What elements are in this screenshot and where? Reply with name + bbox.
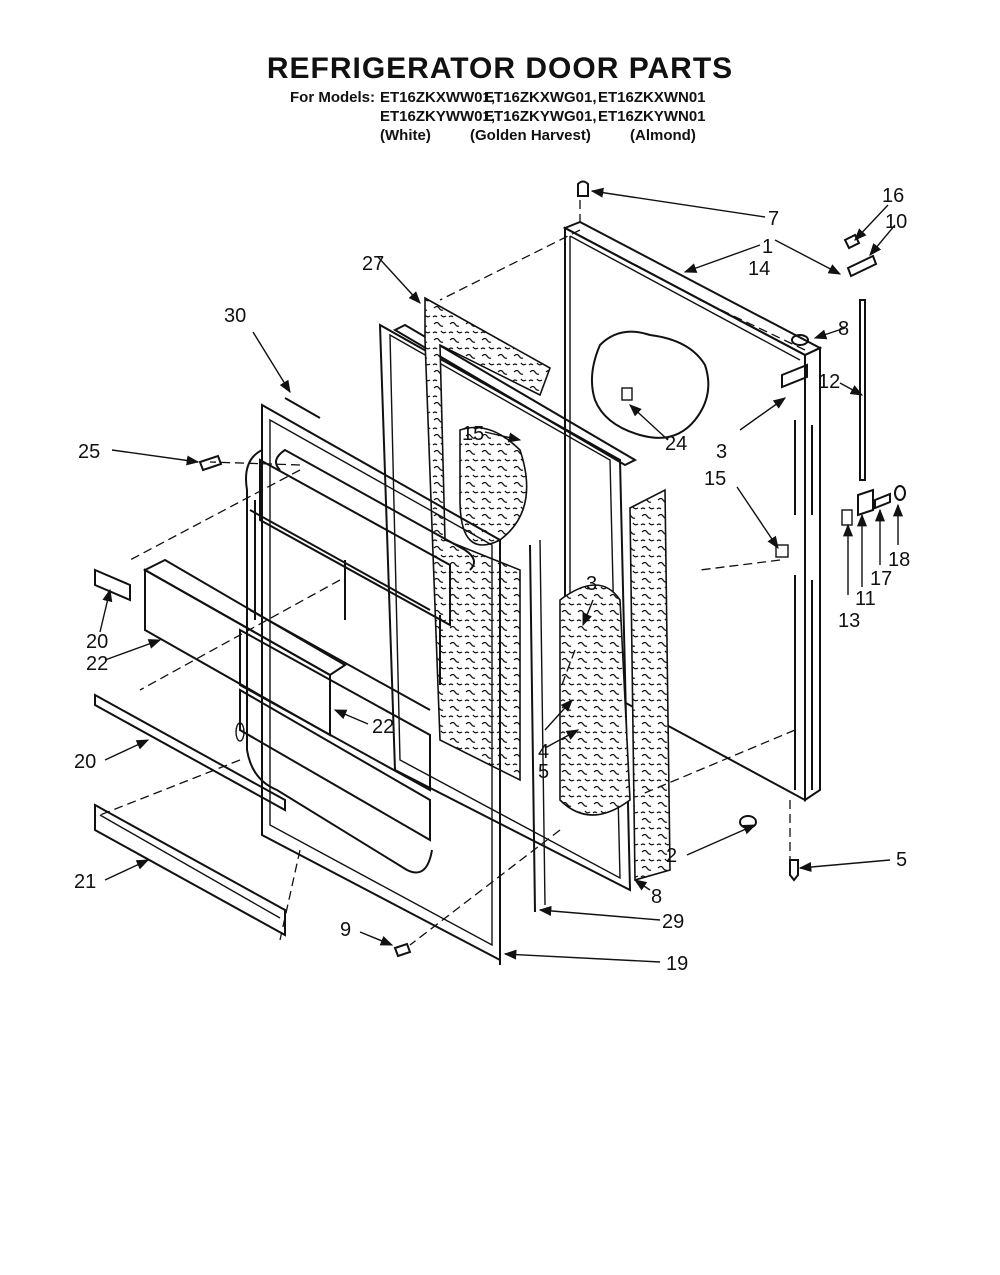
model-number: ET16ZKYWG01, bbox=[484, 108, 597, 125]
callout-1: 1 bbox=[762, 236, 773, 258]
callout-21: 21 bbox=[74, 871, 96, 893]
page-title: REFRIGERATOR DOOR PARTS bbox=[266, 52, 734, 85]
model-number: ET16ZKYWN01 bbox=[598, 108, 706, 125]
callout-3: 3 bbox=[586, 573, 597, 595]
bottom-shelf-front bbox=[94, 803, 286, 937]
models-label: For Models: bbox=[290, 89, 375, 106]
callout-30: 30 bbox=[224, 305, 246, 327]
hinge-assembly bbox=[198, 180, 906, 958]
callout-20: 20 bbox=[74, 751, 96, 773]
callout-15: 15 bbox=[704, 468, 726, 490]
door-gasket bbox=[378, 323, 638, 965]
callout-25: 25 bbox=[78, 441, 100, 463]
callout-11: 11 bbox=[855, 588, 876, 610]
door-shelf-front bbox=[239, 628, 431, 792]
callout-7: 8 bbox=[838, 318, 849, 340]
callout-24: 24 bbox=[665, 433, 687, 455]
color-label: (White) bbox=[380, 127, 431, 144]
foam-insulation-patch bbox=[459, 426, 528, 546]
callout-13: 13 bbox=[838, 610, 860, 632]
model-number: ET16ZKYWW01, bbox=[380, 108, 496, 125]
callout-18: 18 bbox=[888, 549, 910, 571]
callout-16: 16 bbox=[882, 185, 904, 207]
callout-17: 17 bbox=[870, 568, 892, 590]
callout-5: 5 bbox=[538, 761, 549, 783]
callout-2: 2 bbox=[666, 845, 677, 867]
callout-14: 14 bbox=[748, 258, 770, 280]
callout-27: 27 bbox=[362, 253, 384, 275]
callout-3: 3 bbox=[716, 441, 727, 463]
callout-20: 20 bbox=[86, 631, 108, 653]
color-label: (Golden Harvest) bbox=[470, 127, 591, 144]
callout-5: 5 bbox=[896, 849, 907, 871]
callout-29: 29 bbox=[662, 911, 684, 933]
callout-15: 15 bbox=[462, 423, 484, 445]
shelf-retainer-bar bbox=[94, 568, 131, 602]
model-number: ET16ZKXWN01 bbox=[598, 89, 706, 106]
callout-8: 8 bbox=[651, 886, 662, 908]
foam-insulation-patch bbox=[559, 584, 631, 816]
leader-arrows bbox=[99, 187, 904, 963]
color-label: (Almond) bbox=[630, 127, 696, 144]
callout-22: 22 bbox=[372, 716, 394, 738]
callout-4: 4 bbox=[538, 741, 549, 763]
model-number: ET16ZKXWW01, bbox=[380, 89, 496, 106]
door-shelf-front bbox=[144, 568, 331, 737]
door-liner-foam-strip bbox=[629, 488, 671, 882]
callout-22: 22 bbox=[86, 653, 108, 675]
callout-10: 10 bbox=[885, 211, 907, 233]
door-liner bbox=[235, 403, 501, 962]
callout-6: 7 bbox=[768, 208, 779, 230]
callout-19: 19 bbox=[666, 953, 688, 975]
callout-9: 9 bbox=[340, 919, 351, 941]
callout-12: 12 bbox=[818, 371, 840, 393]
assembly-lines bbox=[99, 200, 806, 946]
shelf-retainer-bar bbox=[94, 693, 286, 812]
model-number: ET16ZKXWG01, bbox=[484, 89, 597, 106]
breaker-strip-foam bbox=[424, 296, 551, 782]
